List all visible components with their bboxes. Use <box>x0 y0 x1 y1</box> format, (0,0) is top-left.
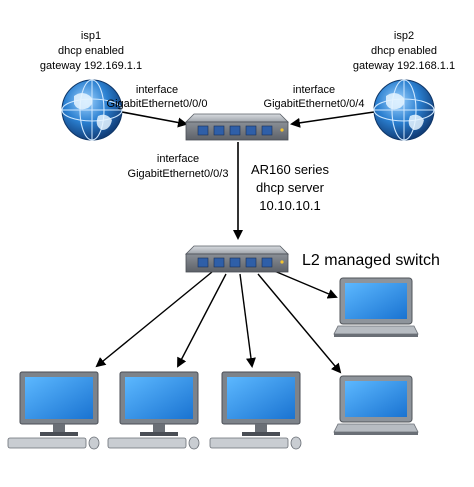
isp2-label: isp2 dhcp enabled gateway 192.168.1.1 <box>353 30 455 72</box>
isp1-dhcp: dhcp enabled <box>58 45 124 57</box>
router-downlink-title: interface <box>157 153 199 165</box>
switch-label: L2 managed switch <box>302 252 440 269</box>
isp1-label: isp1 dhcp enabled gateway 192.169.1.1 <box>40 30 142 72</box>
link-isp1-router <box>121 111 188 128</box>
desktop-computer-icon <box>209 371 302 450</box>
router-ip: 10.10.10.1 <box>259 198 320 213</box>
laptop-icon <box>333 277 419 337</box>
desktop-computer-icon <box>107 371 200 450</box>
desktop-computer-icon <box>7 371 100 450</box>
isp2-dhcp: dhcp enabled <box>371 45 437 57</box>
router-role: dhcp server <box>256 180 325 195</box>
isp1-interface-title: interface <box>136 84 178 96</box>
link-switch-laptop-2 <box>257 273 342 374</box>
link-switch-desktop-2 <box>177 273 227 368</box>
link-switch-desktop-1 <box>95 271 213 368</box>
link-switch-desktop-3 <box>239 273 256 368</box>
link-isp2-router <box>290 111 375 128</box>
globe-icon <box>373 79 435 141</box>
isp2-interface-name: GigabitEthernet0/0/4 <box>264 98 365 110</box>
isp1-gateway: gateway 192.169.1.1 <box>40 60 142 72</box>
router-icon <box>185 113 289 141</box>
isp1-name: isp1 <box>81 30 101 42</box>
router-model: AR160 series <box>251 162 330 177</box>
isp2-gateway: gateway 192.168.1.1 <box>353 60 455 72</box>
isp2-interface-title: interface <box>293 84 335 96</box>
router-downlink-name: GigabitEthernet0/0/3 <box>128 168 229 180</box>
isp1-interface-name: GigabitEthernet0/0/0 <box>107 98 208 110</box>
laptop-icon <box>333 375 419 435</box>
switch-icon <box>185 245 289 273</box>
isp2-name: isp2 <box>394 30 414 42</box>
globe-icon <box>61 79 123 141</box>
link-switch-laptop-1 <box>271 269 338 299</box>
